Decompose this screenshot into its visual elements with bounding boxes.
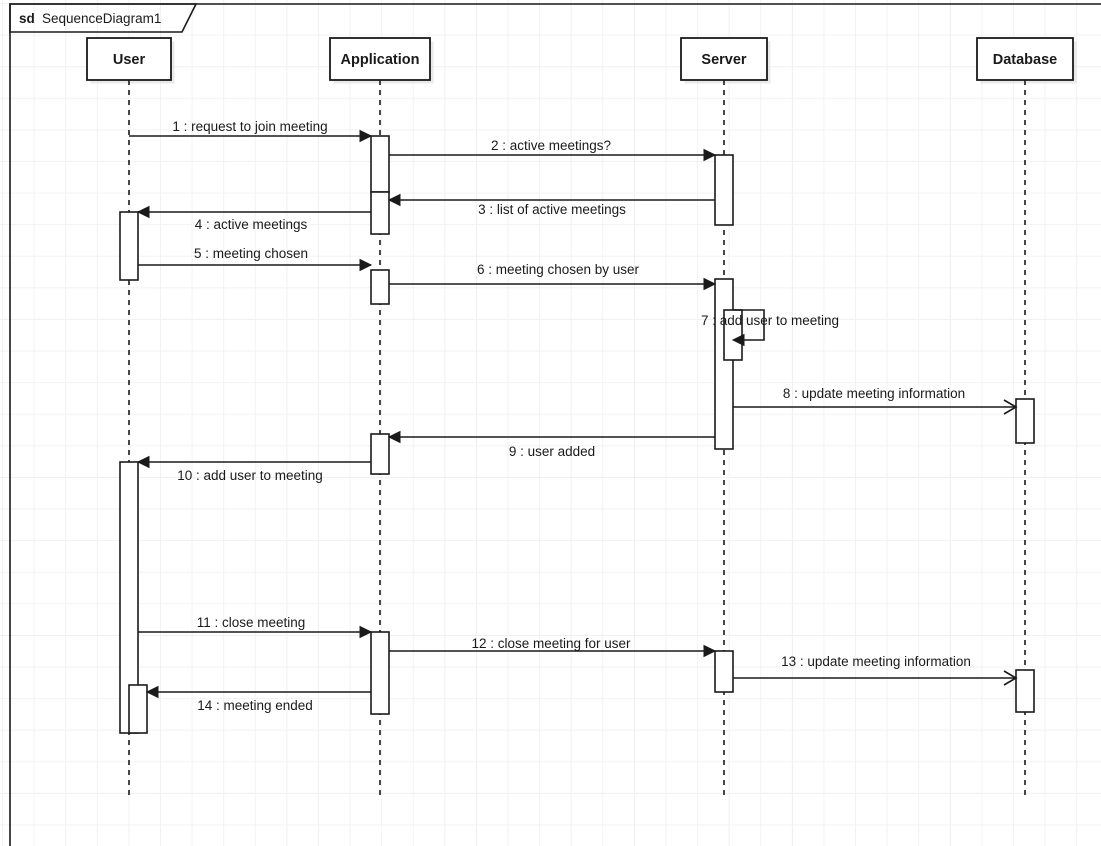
message-label: 5 : meeting chosen [194,246,308,261]
activations-group [119,135,1035,734]
arrowhead-open [1003,399,1018,415]
message-2[interactable]: 2 : active meetings? [389,138,717,162]
activation-bar[interactable] [714,154,734,226]
message-1[interactable]: 1 : request to join meeting [129,119,373,143]
message-14[interactable]: 14 : meeting ended [145,685,371,714]
message-3[interactable]: 3 : list of active meetings [387,193,715,218]
lifeline-label: User [113,52,146,68]
frame-tab [9,3,198,33]
activation-bar[interactable] [714,278,734,450]
activation-bar[interactable] [370,191,390,235]
arrowhead-filled [145,685,159,699]
lifeline-user: User [86,37,175,800]
lifeline-label: Application [341,52,420,68]
message-label: 12 : close meeting for user [471,636,631,651]
activation-bar[interactable] [370,269,390,305]
message-label: 14 : meeting ended [197,698,313,713]
arrowhead-filled [359,129,373,143]
message-5[interactable]: 5 : meeting chosen [138,246,373,272]
arrowhead-filled [731,333,745,347]
arrowhead-open [1003,670,1018,686]
message-8[interactable]: 8 : update meeting information [733,386,1018,415]
arrowhead-filled [703,644,717,658]
arrowhead-filled [359,625,373,639]
activation-bar[interactable] [370,631,390,715]
message-label: 4 : active meetings [195,217,308,232]
message-line-self [733,309,765,341]
arrowhead-filled [703,277,717,291]
message-label: 7 : add user to meeting [701,313,839,328]
frame-keyword: sd [19,11,35,26]
arrowhead-filled [359,258,373,272]
message-9[interactable]: 9 : user added [387,430,715,460]
message-label: 13 : update meeting information [781,654,971,669]
message-label: 11 : close meeting [197,615,306,630]
activation-bar[interactable] [370,433,390,475]
lifeline-label: Database [993,52,1057,68]
message-label: 2 : active meetings? [491,138,611,153]
message-label: 10 : add user to meeting [177,468,323,483]
message-6[interactable]: 6 : meeting chosen by user [389,262,717,291]
message-4[interactable]: 4 : active meetings [136,205,371,233]
messages-group: 1 : request to join meeting 2 : active me… [129,119,1018,714]
message-13[interactable]: 13 : update meeting information [733,654,1018,686]
message-label: 6 : meeting chosen by user [477,262,640,277]
lifeline-head-box[interactable] [86,37,172,81]
arrowhead-filled [387,193,401,207]
arrowhead-filled [136,205,150,219]
activation-bar[interactable] [714,650,734,693]
activation-bar[interactable] [370,135,390,193]
arrowhead-filled [703,148,717,162]
message-label: 1 : request to join meeting [172,119,327,134]
arrowhead-filled [136,455,150,469]
lifeline-head-box[interactable] [329,37,431,81]
activation-bar[interactable] [119,211,139,281]
diagram-frame [9,3,1101,846]
activation-bar[interactable] [1015,398,1035,444]
lifeline-head-box[interactable] [976,37,1074,81]
activation-bar[interactable] [128,684,148,734]
message-label: 9 : user added [509,444,595,459]
arrowhead-filled [387,430,401,444]
message-11[interactable]: 11 : close meeting [138,615,373,639]
activation-bar[interactable] [1015,669,1035,713]
message-label: 8 : update meeting information [783,386,965,401]
message-7[interactable]: 7 : add user to meeting [701,309,839,347]
lifeline-label: Server [701,52,747,68]
lifeline-head-box[interactable] [680,37,768,81]
message-12[interactable]: 12 : close meeting for user [389,636,717,658]
message-10[interactable]: 10 : add user to meeting [136,455,371,484]
message-label: 3 : list of active meetings [478,202,626,217]
frame-name: SequenceDiagram1 [42,11,161,26]
